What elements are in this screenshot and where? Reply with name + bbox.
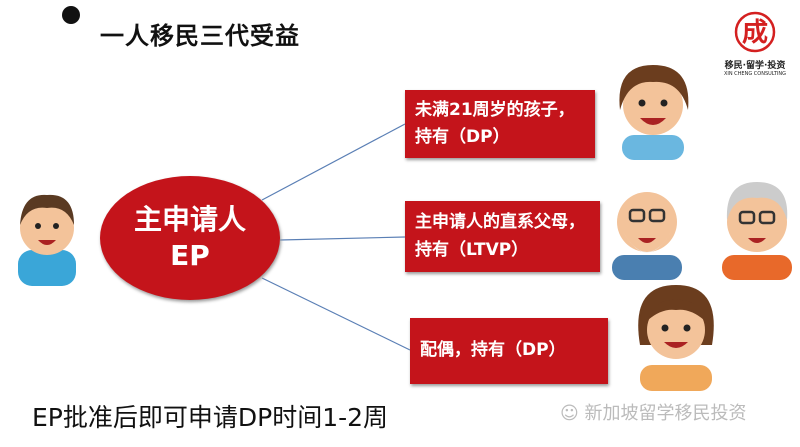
main-applicant-node: 主申请人 EP (100, 176, 280, 300)
connector-parents (279, 236, 406, 241)
child-box: 未满21周岁的孩子， 持有（DP） (405, 90, 595, 158)
footer-note: EP批准后即可申请DP时间1-2周 (32, 403, 389, 432)
main-applicant-label: 主申请人 (133, 202, 246, 236)
child-avatar (619, 65, 689, 160)
svg-text:成: 成 (742, 18, 768, 48)
parents-box-line1: 主申请人的直系父母， (415, 212, 585, 233)
child-box-line2: 持有（DP） (415, 127, 510, 147)
parents-box: 主申请人的直系父母， 持有（LTVP） (405, 201, 600, 272)
spouse-box-line1: 配偶，持有（DP） (420, 340, 566, 361)
applicant-avatar (18, 194, 76, 286)
connector-spouse (261, 277, 411, 351)
watermark: ☺ 新加坡留学移民投资 (560, 399, 747, 425)
connector-child (261, 123, 406, 201)
grandfather-avatar (612, 192, 682, 280)
spouse-avatar (638, 285, 714, 391)
bullet-dot (62, 6, 80, 24)
spouse-box: 配偶，持有（DP） (410, 318, 608, 384)
grandmother-avatar (722, 182, 792, 280)
watermark-text: 新加坡留学移民投资 (584, 403, 747, 424)
parents-box-line2: 持有（LTVP） (415, 239, 529, 260)
logo-text: 移民·留学·投资 (724, 61, 786, 71)
wechat-icon: ☺ (560, 403, 585, 424)
logo: 成 移民·留学·投资 XIN CHENG CONSULTING (715, 10, 795, 77)
main-applicant-visa: EP (170, 239, 210, 272)
logo-subtext: XIN CHENG CONSULTING (723, 71, 787, 77)
logo-seal-icon: 成 (734, 11, 776, 53)
slide-title: 一人移民三代受益 (100, 22, 300, 50)
child-box-line1: 未满21周岁的孩子， (415, 99, 575, 120)
